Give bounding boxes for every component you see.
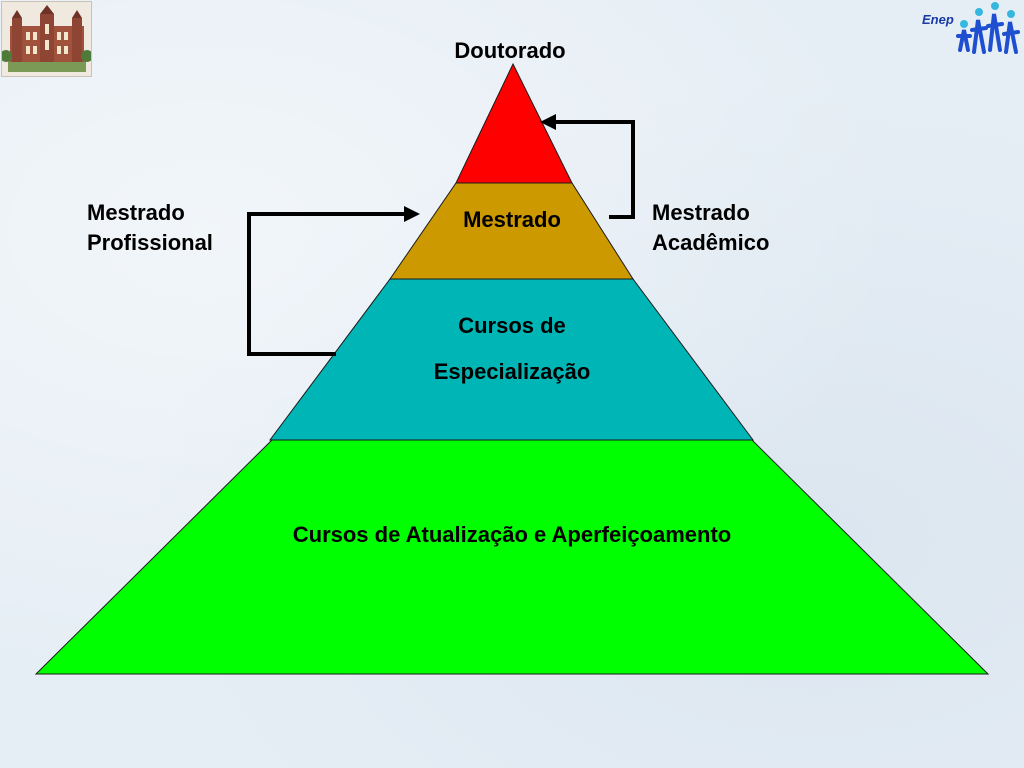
doutorado-label: Doutorado	[454, 38, 566, 63]
mestrado-academico-line1: Mestrado	[652, 200, 750, 225]
especializacao-label-line1: Cursos de	[458, 313, 566, 338]
mestrado-label: Mestrado	[463, 207, 561, 232]
mestrado-academico-line2: Acadêmico	[652, 230, 770, 255]
especializacao-label-line2: Especialização	[433, 359, 591, 384]
left-connector-line	[247, 212, 406, 356]
atualizacao-label: Cursos de Atualização e Aperfeiçoamento	[292, 522, 732, 547]
right-arrowhead-icon	[540, 114, 556, 130]
left-arrowhead-icon	[404, 206, 420, 222]
enep-text: Enep	[922, 12, 954, 27]
right-connector-line	[556, 120, 635, 219]
level-atualizacao	[34, 439, 990, 675]
mestrado-profissional-line2: Profissional	[87, 230, 213, 255]
palace-building-icon	[0, 1, 93, 77]
mestrado-profissional-line1: Mestrado	[87, 200, 185, 225]
enep-figures-icon	[956, 2, 1020, 54]
level-doutorado	[455, 62, 573, 184]
enep-logo: Enep	[918, 0, 1024, 62]
